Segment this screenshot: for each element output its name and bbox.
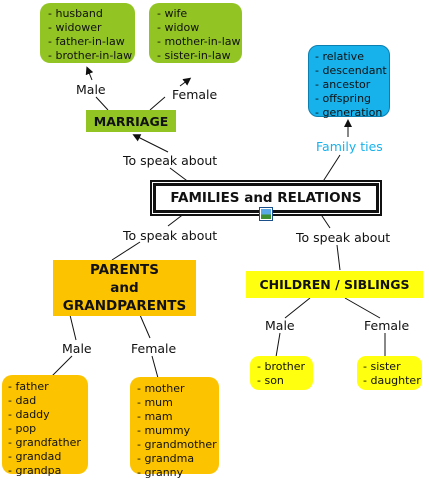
parents-female-terms: mother mum mam mummy grandmother grandma… — [137, 382, 219, 480]
children-male-terms: brother son — [257, 360, 313, 388]
term: daddy — [8, 408, 88, 422]
children-male-terms-box: brother son — [250, 356, 313, 390]
term: granny — [137, 466, 219, 480]
term: descendant — [315, 64, 389, 78]
term: grandfather — [8, 436, 88, 450]
term: father — [8, 380, 88, 394]
term: mummy — [137, 424, 219, 438]
term: son — [257, 374, 313, 388]
children-node: CHILDREN / SIBLINGS — [246, 271, 423, 298]
term: dad — [8, 394, 88, 408]
marriage-male-terms: husband widower father-in-law brother-in… — [48, 7, 135, 63]
children-male-label: Male — [265, 318, 295, 333]
children-female-terms-box: sister daughter — [357, 356, 422, 390]
term: ancestor — [315, 78, 389, 92]
parents-male-terms: father dad daddy pop grandfather grandad… — [8, 380, 88, 478]
term: grandma — [137, 452, 219, 466]
marriage-female-terms: wife widow mother-in-law sister-in-law — [157, 7, 242, 63]
term: grandad — [8, 450, 88, 464]
term: relative — [315, 50, 389, 64]
parents-title-line3: GRANDPARENTS — [62, 298, 187, 314]
connector-label-top: To speak about — [123, 153, 218, 168]
term: sister-in-law — [157, 49, 242, 63]
connector-label-right: To speak about — [296, 230, 391, 245]
term: daughter — [363, 374, 422, 388]
term: mum — [137, 396, 219, 410]
term: mother-in-law — [157, 35, 242, 49]
parents-male-label: Male — [62, 341, 92, 356]
family-ties-label: Family ties — [316, 139, 383, 154]
term: sister — [363, 360, 422, 374]
parents-female-label: Female — [131, 341, 177, 356]
term: grandpa — [8, 464, 88, 478]
marriage-male-terms-box: husband widower father-in-law brother-in… — [40, 3, 135, 63]
marriage-male-label: Male — [76, 82, 106, 97]
term: widower — [48, 21, 135, 35]
term: brother — [257, 360, 313, 374]
term: widow — [157, 21, 242, 35]
family-ties-terms: relative descendant ancestor offspring g… — [315, 50, 389, 120]
children-female-terms: sister daughter — [363, 360, 422, 388]
connector-label-left: To speak about — [123, 228, 218, 243]
parents-male-terms-box: father dad daddy pop grandfather grandad… — [2, 375, 88, 477]
family-ties-terms-box: relative descendant ancestor offspring g… — [308, 45, 390, 120]
term: offspring — [315, 92, 389, 106]
term: grandmother — [137, 438, 219, 452]
parents-node: PARENTS and GRANDPARENTS — [53, 260, 196, 316]
parents-title-line1: PARENTS — [90, 262, 159, 278]
term: mam — [137, 410, 219, 424]
term: brother-in-law — [48, 49, 135, 63]
parents-female-terms-box: mother mum mam mummy grandmother grandma… — [130, 377, 219, 479]
term: pop — [8, 422, 88, 436]
children-female-label: Female — [364, 318, 410, 333]
term: mother — [137, 382, 219, 396]
parents-title-line2: and — [110, 280, 139, 296]
term: husband — [48, 7, 135, 21]
marriage-node: MARRIAGE — [86, 110, 176, 132]
image-attachment-icon[interactable] — [259, 207, 273, 221]
marriage-female-terms-box: wife widow mother-in-law sister-in-law — [149, 3, 242, 63]
term: generation — [315, 106, 389, 120]
term: father-in-law — [48, 35, 135, 49]
term: wife — [157, 7, 242, 21]
marriage-female-label: Female — [172, 87, 218, 102]
